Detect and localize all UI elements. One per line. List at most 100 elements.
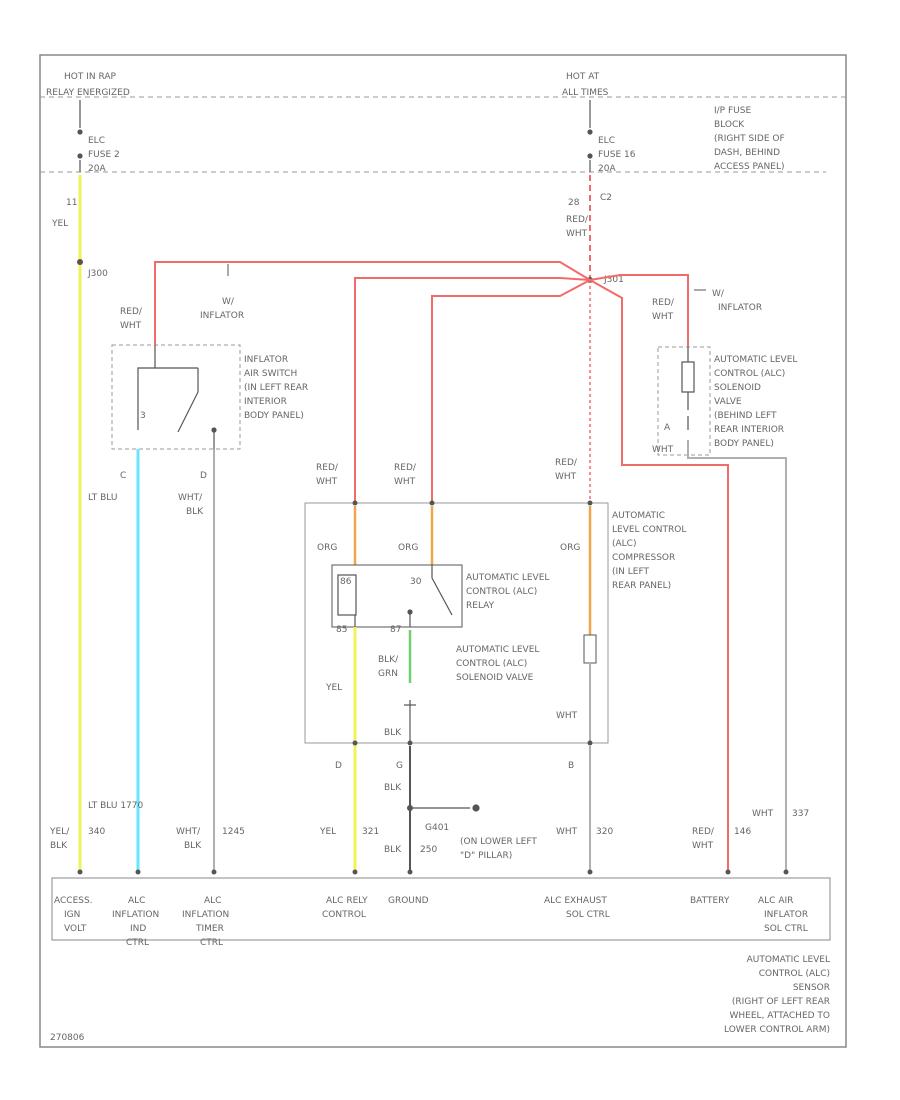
svg-text:ALC: ALC [128,896,145,906]
splice-j300 [77,259,83,265]
svg-text:SOL CTRL: SOL CTRL [764,924,808,934]
sensor-pin-inflation-ind-ctrl: ALC INFLATION IND CTRL [112,896,159,948]
pin-b-label: B [568,761,574,771]
svg-text:RELAY: RELAY [466,601,495,611]
circuit-label-blk: BLK 250 [384,845,437,855]
alc-solenoid-valve-label: AUTOMATIC LEVEL CONTROL (ALC) SOLENOID V… [714,355,797,449]
solenoid-coil-symbol [681,347,695,430]
solenoid-wht-label: WHT [652,445,674,455]
svg-text:ALC AIR: ALC AIR [758,896,793,906]
svg-text:SENSOR: SENSOR [793,983,830,993]
svg-text:RELAY ENERGIZED: RELAY ENERGIZED [46,88,130,98]
left-fuse-pin: 11 [66,198,77,208]
svg-text:ALC EXHAUST: ALC EXHAUST [544,896,607,906]
svg-text:FUSE 2: FUSE 2 [88,150,120,160]
svg-text:INFLATOR: INFLATOR [244,355,288,365]
svg-text:(IN LEFT REAR: (IN LEFT REAR [244,383,308,393]
svg-text:RED/: RED/ [652,298,675,308]
wire-org-relay30-label: ORG [398,543,418,553]
svg-text:20A: 20A [88,164,106,174]
svg-text:146: 146 [734,827,751,837]
svg-text:CTRL: CTRL [200,938,223,948]
inner-solenoid-coil [583,634,597,664]
inflator-left-note: W/ INFLATOR [200,297,244,321]
svg-text:CTRL: CTRL [126,938,149,948]
svg-text:GRN: GRN [378,669,398,679]
svg-text:BLOCK: BLOCK [714,120,745,130]
sensor-pin-access-ign-volt: ACCESS. IGN VOLT [54,896,93,934]
svg-text:(RIGHT SIDE OF: (RIGHT SIDE OF [714,134,785,144]
svg-text:WHT: WHT [556,827,578,837]
wire-blk-inner-label: BLK [384,728,402,738]
wire-red-to-inflator-switch [154,261,591,345]
svg-text:IGN: IGN [64,910,80,920]
svg-text:20A: 20A [598,164,616,174]
wire-red-to-solenoid-top [589,274,689,347]
svg-text:REAR INTERIOR: REAR INTERIOR [714,425,784,435]
pin-g-label: G [396,761,403,771]
svg-text:1245: 1245 [222,827,245,837]
fuse-block-label: I/P FUSE BLOCK (RIGHT SIDE OF DASH, BEHI… [714,106,785,172]
svg-text:ELC: ELC [88,136,105,146]
sensor-pin-ground: GROUND [388,896,429,906]
wire-red-to-relay-30 [431,279,591,503]
alc-sensor-label: AUTOMATIC LEVEL CONTROL (ALC) SENSOR (RI… [724,955,830,1035]
right-fuse-label: ELC FUSE 16 20A [598,136,636,174]
ground-label: G401 (ON LOWER LEFT "D" PILLAR) [425,823,537,861]
svg-text:AUTOMATIC LEVEL: AUTOMATIC LEVEL [466,573,549,583]
svg-text:WHT: WHT [692,841,714,851]
sensor-pin-air-inflator-sol-ctrl: ALC AIR INFLATOR SOL CTRL [758,896,808,934]
svg-text:CONTROL (ALC): CONTROL (ALC) [714,369,785,379]
svg-text:G401: G401 [425,823,449,833]
svg-text:RED/: RED/ [566,215,589,225]
wire-org-solenoid-label: ORG [560,543,580,553]
wire-red-wht-relay30-label: RED/ WHT [394,463,417,487]
svg-text:AUTOMATIC LEVEL: AUTOMATIC LEVEL [747,955,830,965]
svg-text:VOLT: VOLT [64,924,87,934]
wire-blk-ground-label: BLK [384,783,402,793]
svg-text:320: 320 [596,827,613,837]
circuit-label-wht-blk: WHT/ BLK 1245 [176,827,245,851]
svg-text:AUTOMATIC LEVEL: AUTOMATIC LEVEL [714,355,797,365]
svg-text:(BEHIND LEFT: (BEHIND LEFT [714,411,777,421]
svg-text:BODY PANEL): BODY PANEL) [244,411,304,421]
pin-d-label: D [200,471,207,481]
wire-wht-blk-top-label: WHT/ BLK [178,493,204,517]
wire-yel-left-label: YEL [51,219,68,229]
svg-text:AIR SWITCH: AIR SWITCH [244,369,297,379]
sensor-pin-relay-control: ALC RELY CONTROL [322,896,368,920]
relay-contact-symbol [407,565,453,627]
relay-coil-symbol [337,574,357,627]
svg-text:321: 321 [362,827,379,837]
wire-yel-relay-label: YEL [325,683,342,693]
svg-text:COMPRESSOR: COMPRESSOR [612,553,675,563]
circuit-label-yel-blk: YEL/ BLK 340 [49,827,105,851]
svg-text:SOL CTRL: SOL CTRL [566,910,610,920]
svg-text:AUTOMATIC: AUTOMATIC [612,511,665,521]
svg-text:"D" PILLAR): "D" PILLAR) [460,851,512,861]
svg-text:337: 337 [792,809,809,819]
ground-symbol [413,804,480,812]
svg-text:W/: W/ [712,289,725,299]
svg-text:RED/: RED/ [555,458,578,468]
wire-lt-blu-label: LT BLU [88,493,117,503]
svg-text:(RIGHT OF LEFT REAR: (RIGHT OF LEFT REAR [732,997,830,1007]
inflator-switch-pin-label: 3 [140,411,146,421]
right-fuse-pin-a: 28 [568,198,580,208]
svg-text:SOLENOID VALVE: SOLENOID VALVE [456,673,534,683]
svg-text:AUTOMATIC LEVEL: AUTOMATIC LEVEL [456,645,539,655]
svg-text:RED/: RED/ [120,307,143,317]
inflator-switch-symbol [137,345,217,449]
svg-text:ALC RELY: ALC RELY [326,896,368,906]
wire-lt-blu-circuit-label: LT BLU 1770 [88,801,144,811]
svg-text:INFLATOR: INFLATOR [764,910,808,920]
right-fuse-symbol [587,100,593,172]
relay-pin-87: 87 [390,625,401,635]
svg-text:INFLATOR: INFLATOR [200,311,244,321]
circuit-label-wht-exhaust: WHT 320 [556,827,613,837]
pin-c-label: C [120,471,126,481]
right-power-header: HOT AT ALL TIMES [562,72,609,98]
svg-text:ALL TIMES: ALL TIMES [562,88,609,98]
svg-text:BLK/: BLK/ [378,655,399,665]
